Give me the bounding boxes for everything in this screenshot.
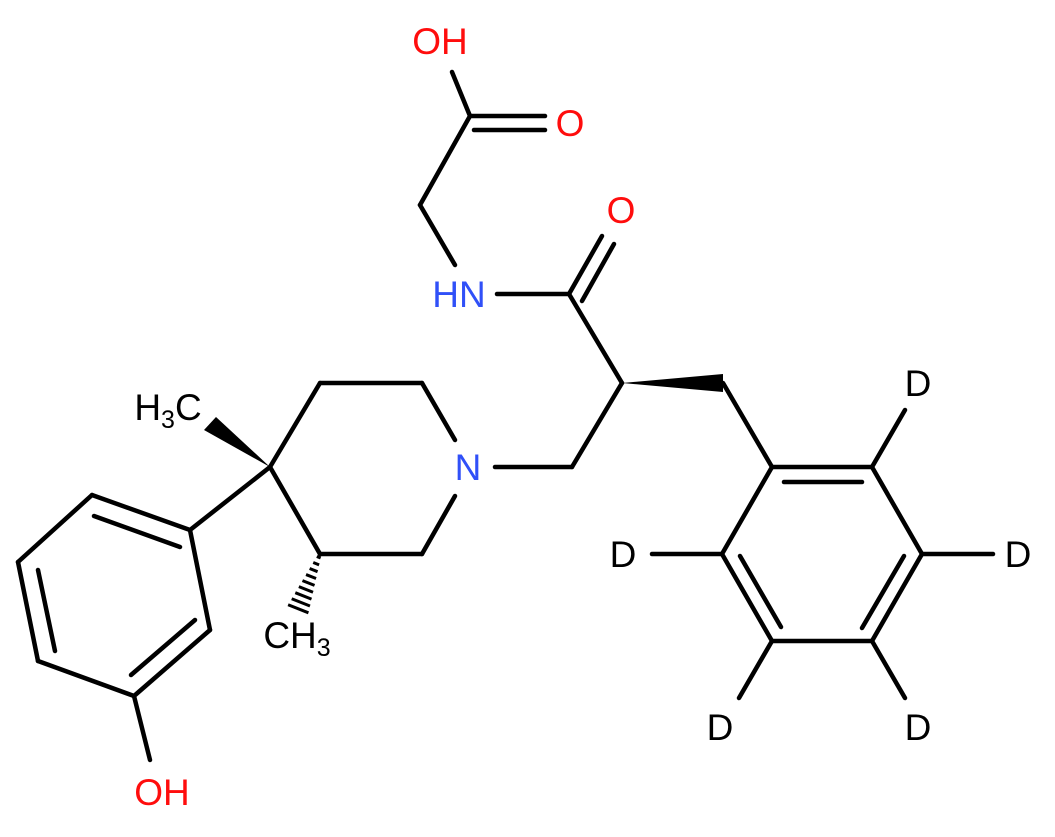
bond-aryl-1 [89,492,193,533]
bond-ring-3 [869,551,925,644]
bond-aryl-3 [15,559,41,664]
label-layer: OH O O HN N OH H3C CH3 D D D D D [134,21,1031,813]
hash-stroke [301,579,316,587]
bond-pip-4 [267,464,323,557]
bond-aryl-2 [15,492,95,565]
deuterium-label-5: D [610,534,637,575]
bond-pip-3 [267,380,323,470]
bond-pip-6 [419,493,458,557]
bond-aryl-3-inner [35,567,58,654]
piperidine-n-label: N [455,447,482,488]
bond-amide-co-b [579,241,617,304]
bond-ring-5-inner [737,553,784,630]
bond-amide-co-a [566,233,605,297]
bond-chiral-ch2n [569,380,625,470]
carboxyl-oh-label: OH [412,21,468,62]
methyl-bottom-label: CH3 [263,615,330,662]
bond-layer [15,69,996,763]
methyl-top-label: H3C [134,387,201,434]
bond-c-ch2 [417,113,473,208]
deuterium-label-2: D [1005,534,1032,575]
bond-pip-1 [419,380,458,443]
bond-aryl-5 [131,627,213,699]
deuterium-label-3: D [905,707,932,748]
stereo-layer [204,374,723,615]
hash-stroke [287,603,310,615]
bond-cd-4 [736,638,775,701]
bond-aryl-4 [35,658,137,699]
hash-stroke [312,561,320,567]
bond-ch2-nh [417,202,458,268]
bond-cd-1 [869,407,908,470]
bond-aryl-6 [187,527,213,633]
phenol-oh-label: OH [134,772,190,813]
bond-aryl-5-inner [128,617,198,678]
deuterium-label-1: D [905,363,932,404]
bond-oh-c [449,69,473,119]
wedge-chiral-benzyl [622,374,723,392]
hash-stroke [291,597,311,608]
hash-stroke [309,567,319,574]
bond-cd-3 [869,638,908,701]
hash-stroke [316,555,322,560]
carboxyl-o-label: O [556,103,585,144]
bond-ring-5 [719,551,775,644]
hash-wedge-methyl [287,555,322,615]
hash-stroke [294,591,313,601]
bond-c-chiral [566,291,625,386]
amide-o-label: O [607,190,636,231]
bond-ring-3-inner [859,553,907,631]
bond-aryl-oh [131,693,153,763]
hash-stroke [298,585,314,594]
hash-stroke [305,573,317,580]
wedge-quat-methyl [204,417,270,467]
deuterium-label-4: D [707,707,734,748]
bond-ring-6 [719,464,775,557]
bond-ring-2 [869,464,925,557]
bond-benzyl-ch2-ring [720,380,775,470]
amide-nh-label: HN [432,274,485,315]
bond-aryl-1-inner [91,513,183,550]
bond-quat-aryl [187,464,273,533]
